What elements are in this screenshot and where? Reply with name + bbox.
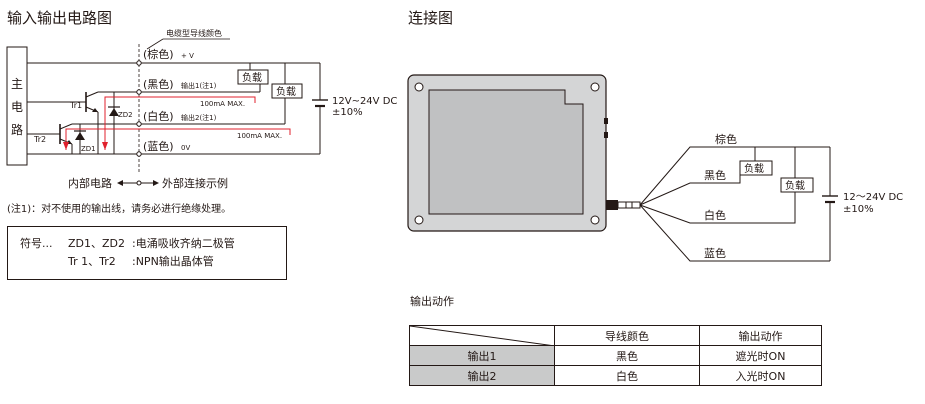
- wire-black-suffix: 输出1(注1): [181, 81, 217, 90]
- boundary-arrow-right: [153, 180, 159, 186]
- wire-black: [639, 175, 741, 206]
- main-circuit-char-2: 电: [11, 100, 23, 114]
- wire-black-label: (黑色): [143, 77, 174, 91]
- table-row: 输出2 白色 入光时ON: [409, 365, 822, 386]
- wire-black-name: 黑色: [704, 168, 726, 182]
- symbols-row1-value: :电涌吸收齐纳二极管: [132, 237, 235, 250]
- table-cell-color: 黑色: [554, 345, 700, 366]
- screw-bottom-left: [414, 215, 424, 225]
- supply-tolerance-left: ±10%: [332, 107, 363, 118]
- cable-connector: [606, 200, 618, 210]
- table-header-corner: [409, 325, 555, 346]
- right-supply-tolerance: ±10%: [843, 204, 874, 215]
- black-terminal: [136, 89, 142, 95]
- tr2-label: Tr2: [33, 135, 46, 144]
- table-row-name: 输出2: [409, 365, 555, 386]
- tr1-emitter-arrow: [92, 108, 98, 112]
- boundary-arrow-left: [117, 180, 123, 186]
- table-row: 输出1 黑色 遮光时ON: [409, 345, 822, 366]
- screw-top-right: [590, 82, 600, 92]
- side-notch-1: [604, 118, 608, 124]
- screw-bottom-right: [590, 215, 600, 225]
- cable-sleeve: [617, 201, 641, 209]
- symbols-row1-key: ZD1、ZD2: [68, 237, 126, 250]
- table-header-row: 导线颜色 输出动作: [409, 325, 822, 346]
- tr2-collector: [59, 123, 73, 130]
- wire-blue-label: (蓝色): [143, 139, 174, 153]
- table-cell-action: 遮光时ON: [699, 345, 822, 366]
- output-table-title: 输出动作: [410, 294, 454, 308]
- table-cell-action: 入光时ON: [699, 365, 822, 386]
- wire-blue: [639, 204, 830, 262]
- wire-white-label: (白色): [143, 109, 174, 123]
- boundary-arrow-node: [136, 180, 142, 186]
- load2-box: [271, 83, 303, 99]
- side-notch-2: [604, 132, 608, 138]
- load1-box: [237, 69, 269, 85]
- main-circuit-box: [6, 46, 28, 166]
- load-b-box: [780, 177, 814, 193]
- table-header-output-action: 输出动作: [699, 325, 822, 346]
- table-row-name: 输出1: [409, 345, 555, 366]
- tr1-label: Tr1: [69, 101, 82, 110]
- load2-label: 负载: [276, 85, 296, 98]
- main-circuit-char-1: 主: [11, 77, 23, 91]
- wire-brown: [639, 146, 830, 206]
- main-circuit-char-3: 路: [11, 122, 23, 137]
- screw-top-left: [414, 82, 424, 92]
- wire-brown-suffix: + V: [181, 52, 194, 60]
- sensor-window: [428, 89, 584, 215]
- red-path-output1-arrow: [102, 142, 108, 150]
- wire-blue-suffix: 0V: [181, 144, 190, 152]
- current-max-2: 100mA MAX.: [237, 132, 282, 140]
- wire-white: [639, 192, 796, 224]
- blue-terminal: [136, 151, 142, 157]
- wire-brown-label: (棕色): [143, 47, 174, 61]
- zd1-diode: [75, 132, 85, 140]
- cable-note-leader: [146, 38, 164, 50]
- circuit-title: 输入输出电路图: [7, 9, 112, 27]
- white-terminal: [136, 121, 142, 127]
- output-action-table: 导线颜色 输出动作 输出1 黑色 遮光时ON 输出2 白色 入光时ON: [409, 325, 822, 386]
- load-b-label: 负载: [785, 179, 805, 192]
- current-max-1: 100mA MAX.: [200, 100, 245, 108]
- cable-color-note: 电缆型导线颜色: [166, 28, 222, 38]
- external-connection-label: 外部连接示例: [162, 176, 228, 190]
- wire-white-suffix: 输出2(注1): [181, 113, 217, 122]
- internal-circuit-label: 内部电路: [68, 176, 112, 190]
- wire-blue-name: 蓝色: [704, 246, 726, 260]
- symbols-legend: 符号... ZD1、ZD2 :电涌吸收齐纳二极管 Tr 1、Tr2 :NPN输出…: [7, 226, 287, 280]
- load-a-box: [739, 160, 773, 176]
- symbols-head: 符号...: [20, 237, 53, 250]
- red-path-output2-arrow: [63, 142, 69, 150]
- symbols-row2-value: :NPN输出晶体管: [132, 255, 214, 268]
- red-path-output1: [104, 96, 256, 150]
- wire-brown-name: 棕色: [715, 132, 737, 146]
- zd1-label: ZD1: [81, 145, 96, 153]
- connection-title: 连接图: [408, 9, 453, 27]
- wire-white-name: 白色: [704, 208, 726, 222]
- table-header-wire-color: 导线颜色: [554, 325, 700, 346]
- zd2-label: ZD2: [118, 111, 133, 119]
- zd2-diode: [109, 108, 119, 116]
- corner-diagonal: [410, 326, 555, 346]
- right-supply-voltage: 12～24V DC: [843, 192, 903, 203]
- load-a-label: 负载: [744, 162, 764, 175]
- brown-terminal: [136, 60, 142, 66]
- supply-voltage-left: 12V~24V DC: [332, 96, 397, 107]
- tr1-collector: [85, 91, 99, 98]
- load1-label: 负载: [242, 71, 262, 84]
- note-text: (注1)：对不使用的输出线，请务必进行绝缘处理。: [7, 202, 231, 215]
- table-cell-color: 白色: [554, 365, 700, 386]
- symbols-row2-key: Tr 1、Tr2: [68, 255, 116, 268]
- red-path-output2: [65, 128, 291, 150]
